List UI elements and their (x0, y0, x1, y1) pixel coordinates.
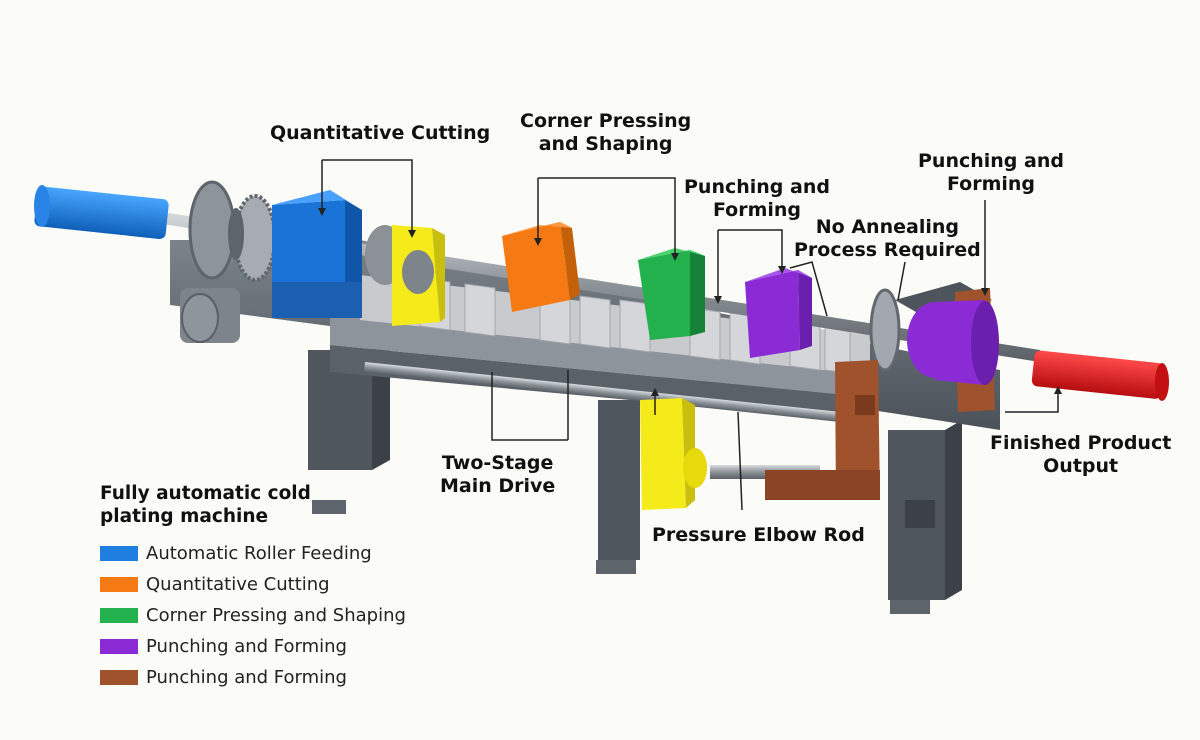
callout-punching-forming-right-line2: Forming (946, 173, 1036, 195)
blue-feed-roller (34, 185, 169, 239)
legend-item-corner-pressing: Corner Pressing and Shaping (100, 600, 406, 631)
lower-rod (363, 362, 843, 423)
legend-swatch-purple (100, 639, 138, 654)
callout-corner-pressing-line2: and Shaping (538, 133, 673, 155)
callout-punching-forming-center-line1: Punching and (684, 176, 830, 198)
callout-punching-forming-center-line2: Forming (712, 199, 802, 221)
legend-label-corner-pressing: Corner Pressing and Shaping (146, 605, 406, 626)
legend-item-punching-brown: Punching and Forming (100, 662, 406, 693)
legend: Fully automatic cold plating machine Aut… (100, 482, 406, 693)
legend-swatch-orange (100, 577, 138, 592)
callout-pressure-elbow-rod: Pressure Elbow Rod (652, 524, 865, 547)
callout-no-annealing-line1: No Annealing (815, 216, 959, 238)
callout-two-stage-drive-line1: Two-Stage (441, 452, 554, 474)
legend-title-line2: plating machine (100, 506, 269, 527)
legend-label-roller-feeding: Automatic Roller Feeding (146, 543, 372, 564)
red-output-roller (1031, 350, 1169, 401)
green-corner-press (638, 248, 705, 340)
purple-punch-center (745, 268, 812, 358)
callout-no-annealing: No Annealing Process Required (794, 216, 981, 262)
callout-pressure-elbow-rod-text: Pressure Elbow Rod (652, 524, 865, 546)
callout-finished-product: Finished Product Output (990, 432, 1171, 478)
callout-punching-forming-right-line1: Punching and (918, 150, 1064, 172)
callout-punching-forming-right: Punching and Forming (918, 150, 1064, 196)
legend-item-roller-feeding: Automatic Roller Feeding (100, 538, 406, 569)
legend-label-punching-brown: Punching and Forming (146, 667, 347, 688)
legend-item-punching-purple: Punching and Forming (100, 631, 406, 662)
legend-title: Fully automatic cold plating machine (100, 482, 340, 528)
callout-quantitative-cutting: Quantitative Cutting (270, 122, 490, 145)
leader-lines (321, 159, 1059, 511)
callout-finished-product-line1: Finished Product (990, 432, 1172, 454)
legend-swatch-brown (100, 670, 138, 685)
motor (180, 288, 240, 343)
left-flywheels (188, 180, 277, 282)
legend-label-quantitative-cutting: Quantitative Cutting (146, 574, 330, 595)
callout-punching-forming-center: Punching and Forming (684, 176, 830, 222)
callout-two-stage-drive: Two-Stage Main Drive (440, 452, 555, 498)
frame-legs (308, 340, 962, 614)
purple-punch-right (907, 300, 999, 385)
callout-finished-product-line2: Output (1043, 455, 1119, 477)
yellow-clamp-bottom (640, 398, 707, 510)
legend-item-quantitative-cutting: Quantitative Cutting (100, 569, 406, 600)
leader-arrowheads (318, 208, 1062, 396)
callout-corner-pressing: Corner Pressing and Shaping (520, 110, 691, 156)
callout-quantitative-cutting-text: Quantitative Cutting (270, 122, 491, 144)
callout-no-annealing-line2: Process Required (794, 239, 981, 261)
legend-swatch-blue (100, 546, 138, 561)
legend-label-punching-purple: Punching and Forming (146, 636, 347, 657)
yellow-clamp-top (365, 225, 445, 326)
legend-title-line1: Fully automatic cold (100, 483, 311, 504)
callout-corner-pressing-line1: Corner Pressing (520, 110, 692, 132)
orange-cutter (502, 222, 580, 312)
callout-two-stage-drive-line2: Main Drive (440, 475, 556, 497)
legend-swatch-green (100, 608, 138, 623)
blue-gearbox (272, 190, 362, 318)
